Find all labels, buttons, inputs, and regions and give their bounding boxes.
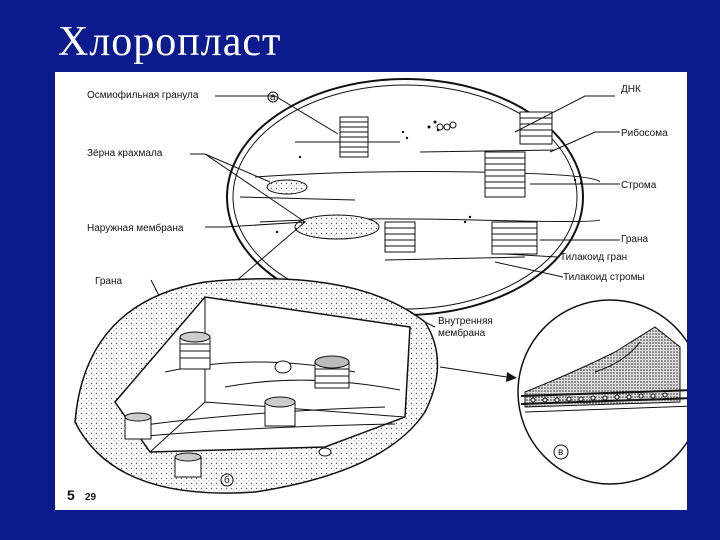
diagram-c-membrane-detail: в: [518, 300, 687, 484]
page-number-left: 5: [67, 487, 75, 503]
slide-title: Хлоропласт: [58, 18, 281, 66]
label-grana-thylakoid: Тилакоид гран: [560, 252, 627, 263]
page-number-right: 29: [85, 492, 97, 503]
grana-stack-a3: [485, 152, 525, 197]
starch-grain-large: [295, 215, 379, 239]
label-stroma-thylakoid: Тилакоид стромы: [563, 272, 645, 283]
grana-stack-a5: [385, 222, 415, 252]
label-osmiophilic-granule: Осмиофильная гранула: [87, 89, 199, 101]
chloroplast-figure: а Осмиофильная гранула Зёрна крахмала На…: [55, 72, 687, 510]
grana-cylinder-b2: [315, 356, 349, 388]
grana-cylinder-b4: [125, 413, 151, 439]
grana-cylinder-b5: [175, 453, 201, 477]
starch-grain-small: [267, 180, 307, 194]
label-inner-membrane-1: Внутренняя: [438, 316, 493, 327]
diagram-b-3d-chloroplast: б: [75, 279, 438, 493]
label-grana-left: Грана: [95, 276, 122, 287]
label-grana-right: Грана: [621, 234, 648, 245]
label-dna: ДНК: [621, 84, 641, 95]
grana-stack-a1: [340, 117, 368, 157]
panel-marker-b: б: [224, 474, 230, 486]
panel-marker-c: в: [558, 447, 563, 458]
label-starch-grains: Зёрна крахмала: [87, 148, 163, 159]
grana-cylinder-b1: [180, 332, 210, 369]
label-outer-membrane: Наружная мембрана: [87, 222, 184, 234]
grana-stack-a4: [492, 222, 537, 254]
label-ribosome: Рибосома: [621, 127, 668, 139]
label-stroma: Строма: [621, 180, 657, 191]
grana-stack-a2: [520, 112, 552, 144]
label-inner-membrane-2: мембрана: [438, 327, 486, 339]
panel-marker-a: а: [270, 92, 276, 103]
grana-cylinder-b3: [265, 397, 295, 426]
